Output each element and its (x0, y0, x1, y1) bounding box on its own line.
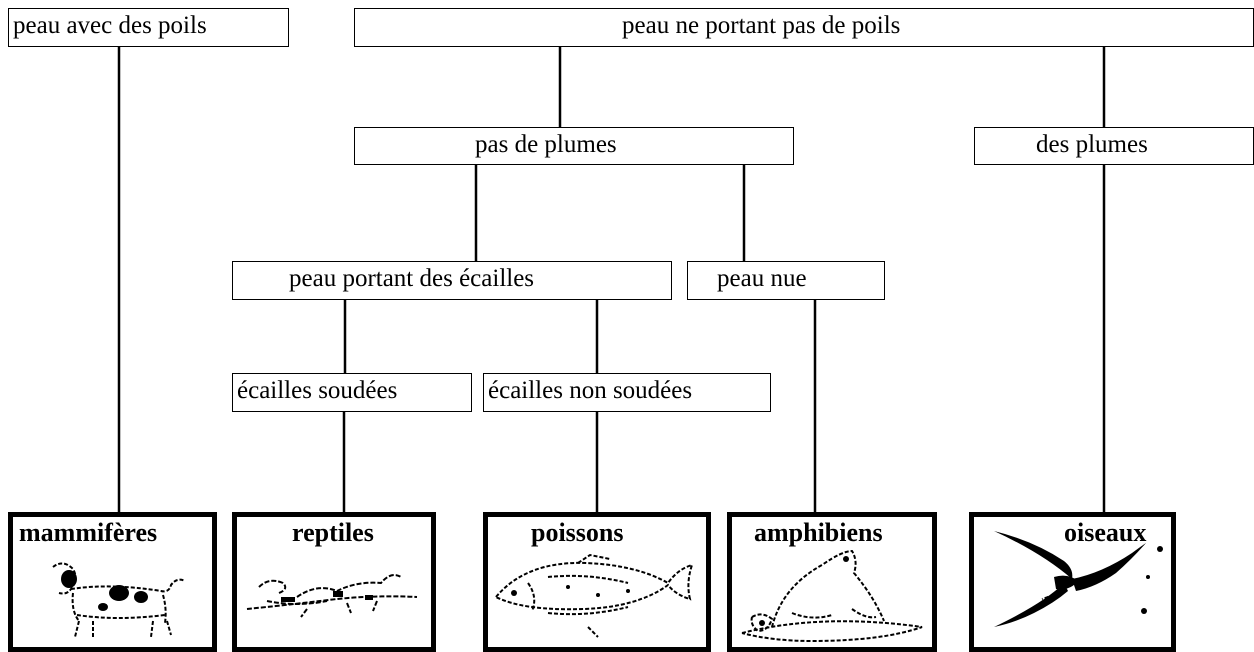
node-label: écailles soudées (237, 377, 398, 404)
dog-icon (52, 562, 186, 638)
node-label: peau portant des écailles (289, 265, 535, 292)
node-label: pas de plumes (475, 131, 617, 158)
group-label: mammifères (19, 518, 158, 547)
node-label: peau avec des poils (13, 12, 207, 39)
group-fish: poissons (483, 512, 711, 652)
node-bare-skin: peau nue (687, 261, 885, 300)
node-label: écailles non soudées (488, 377, 693, 404)
group-label: poissons (531, 518, 624, 547)
group-birds: oiseaux (969, 512, 1176, 652)
group-label: amphibiens (754, 518, 883, 547)
group-reptiles: reptiles (232, 512, 436, 652)
group-label: oiseaux (1064, 518, 1147, 547)
node-label: peau nue (717, 265, 807, 292)
lizard-icon (246, 574, 418, 618)
node-no-hair: peau ne portant pas de poils (354, 8, 1254, 47)
node-with-hair: peau avec des poils (8, 8, 289, 47)
group-mammals: mammifères (8, 512, 217, 652)
swallow-icon (994, 531, 1163, 627)
node-fused-scales: écailles soudées (232, 373, 472, 412)
group-label: reptiles (292, 518, 374, 547)
node-no-feathers: pas de plumes (354, 127, 794, 165)
node-feathers: des plumes (974, 127, 1254, 165)
node-scaly-skin: peau portant des écailles (232, 261, 672, 300)
node-label: des plumes (1036, 131, 1148, 158)
node-unfused-scales: écailles non soudées (483, 373, 771, 412)
fish-icon (494, 553, 694, 638)
node-label: peau ne portant pas de poils (622, 12, 901, 39)
frog-icon (741, 549, 923, 643)
group-amphibians: amphibiens (727, 512, 937, 652)
